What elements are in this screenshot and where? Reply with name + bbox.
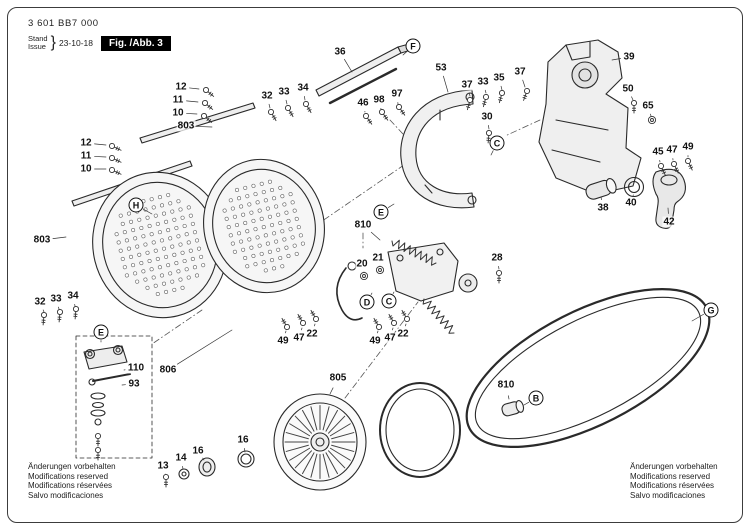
screw-glyph (200, 112, 213, 123)
guide-rail-upper (139, 102, 256, 144)
issue-label: Issue (28, 42, 46, 51)
screw-glyph (670, 160, 680, 174)
screw-glyph (281, 317, 291, 331)
washer-glyph (375, 265, 385, 275)
wheel-ring (379, 382, 461, 478)
footer-line-fr: Modifications réservées (28, 481, 113, 490)
ring-40 (623, 176, 645, 198)
motor-housing-39 (538, 39, 642, 195)
screw-glyph (495, 269, 503, 284)
fan-wheel-805 (273, 393, 367, 491)
saw-band-loop (465, 288, 711, 448)
screw-glyph (108, 154, 122, 164)
leader-lines (42, 51, 704, 476)
footer-line-en: Modifications reserved (630, 471, 711, 481)
screw-glyph (373, 317, 383, 331)
screw-glyph (94, 432, 102, 447)
screw-glyph (401, 309, 411, 323)
screw-glyph (40, 311, 48, 326)
screw-glyph (267, 108, 277, 122)
roller-810-b (501, 400, 525, 417)
roller-38 (585, 177, 617, 200)
footer-line-de: Änderungen vorbehalten (28, 462, 116, 471)
brace-glyph: } (50, 34, 56, 51)
screw-glyph (395, 103, 406, 116)
frame-bracket-53 (400, 89, 477, 209)
figure-badge: Fig. /Abb. 3 (100, 35, 171, 51)
grip-42 (652, 168, 686, 229)
screw-glyph (684, 157, 694, 171)
footer-line-fr: Modifications réservées (630, 481, 715, 490)
generated-decorations (40, 51, 704, 488)
screw-glyph (522, 87, 531, 101)
screw-glyph (657, 162, 667, 176)
tension-assembly-810 (336, 242, 478, 321)
footer-line-de: Änderungen vorbehalten (630, 462, 718, 471)
washer-glyph (359, 271, 369, 281)
screw-glyph (388, 313, 398, 327)
screw-glyph (162, 473, 170, 488)
screw-glyph (378, 108, 389, 121)
screw-glyph (310, 309, 320, 323)
footer-right: Änderungen vorbehalten Modifications res… (630, 462, 718, 500)
footer-left: Änderungen vorbehalten Modifications res… (28, 462, 116, 500)
screw-glyph (297, 313, 307, 327)
issue-date: 23-10-18 (58, 38, 93, 48)
issue-row: Stand Issue } 23-10-18 Fig. /Abb. 3 (28, 34, 171, 52)
screw-glyph (362, 112, 373, 125)
screw-glyph (482, 93, 490, 108)
screw-glyph (201, 99, 214, 110)
screw-glyph (466, 96, 474, 111)
footer-line-es: Salvo modificaciones (630, 490, 706, 500)
screw-glyph (94, 446, 102, 461)
screw-glyph (630, 99, 638, 114)
screw-glyph (284, 104, 294, 118)
screw-glyph (72, 305, 80, 320)
part-number: 3 601 BB7 000 (28, 18, 99, 29)
screw-glyph (56, 308, 64, 323)
stand-label: Stand (28, 33, 48, 43)
header: 3 601 BB7 000 Stand Issue } 23-10-18 Fig… (28, 18, 171, 52)
footer-line-es: Salvo modificaciones (28, 490, 104, 500)
guide-assembly-806 (75, 335, 153, 459)
screw-glyph (108, 166, 122, 176)
cover-strip-36 (315, 43, 412, 105)
screw-glyph (485, 129, 493, 144)
screw-glyph (108, 142, 122, 152)
screw-glyph (498, 89, 506, 104)
small-parts-bottom (178, 450, 255, 480)
wheel-cover-right (203, 158, 325, 294)
footer-line-en: Modifications reserved (28, 471, 109, 481)
wheel-cover-left (92, 171, 228, 319)
washer-glyph (647, 115, 657, 125)
screw-glyph (202, 86, 215, 97)
screw-glyph (302, 100, 312, 114)
